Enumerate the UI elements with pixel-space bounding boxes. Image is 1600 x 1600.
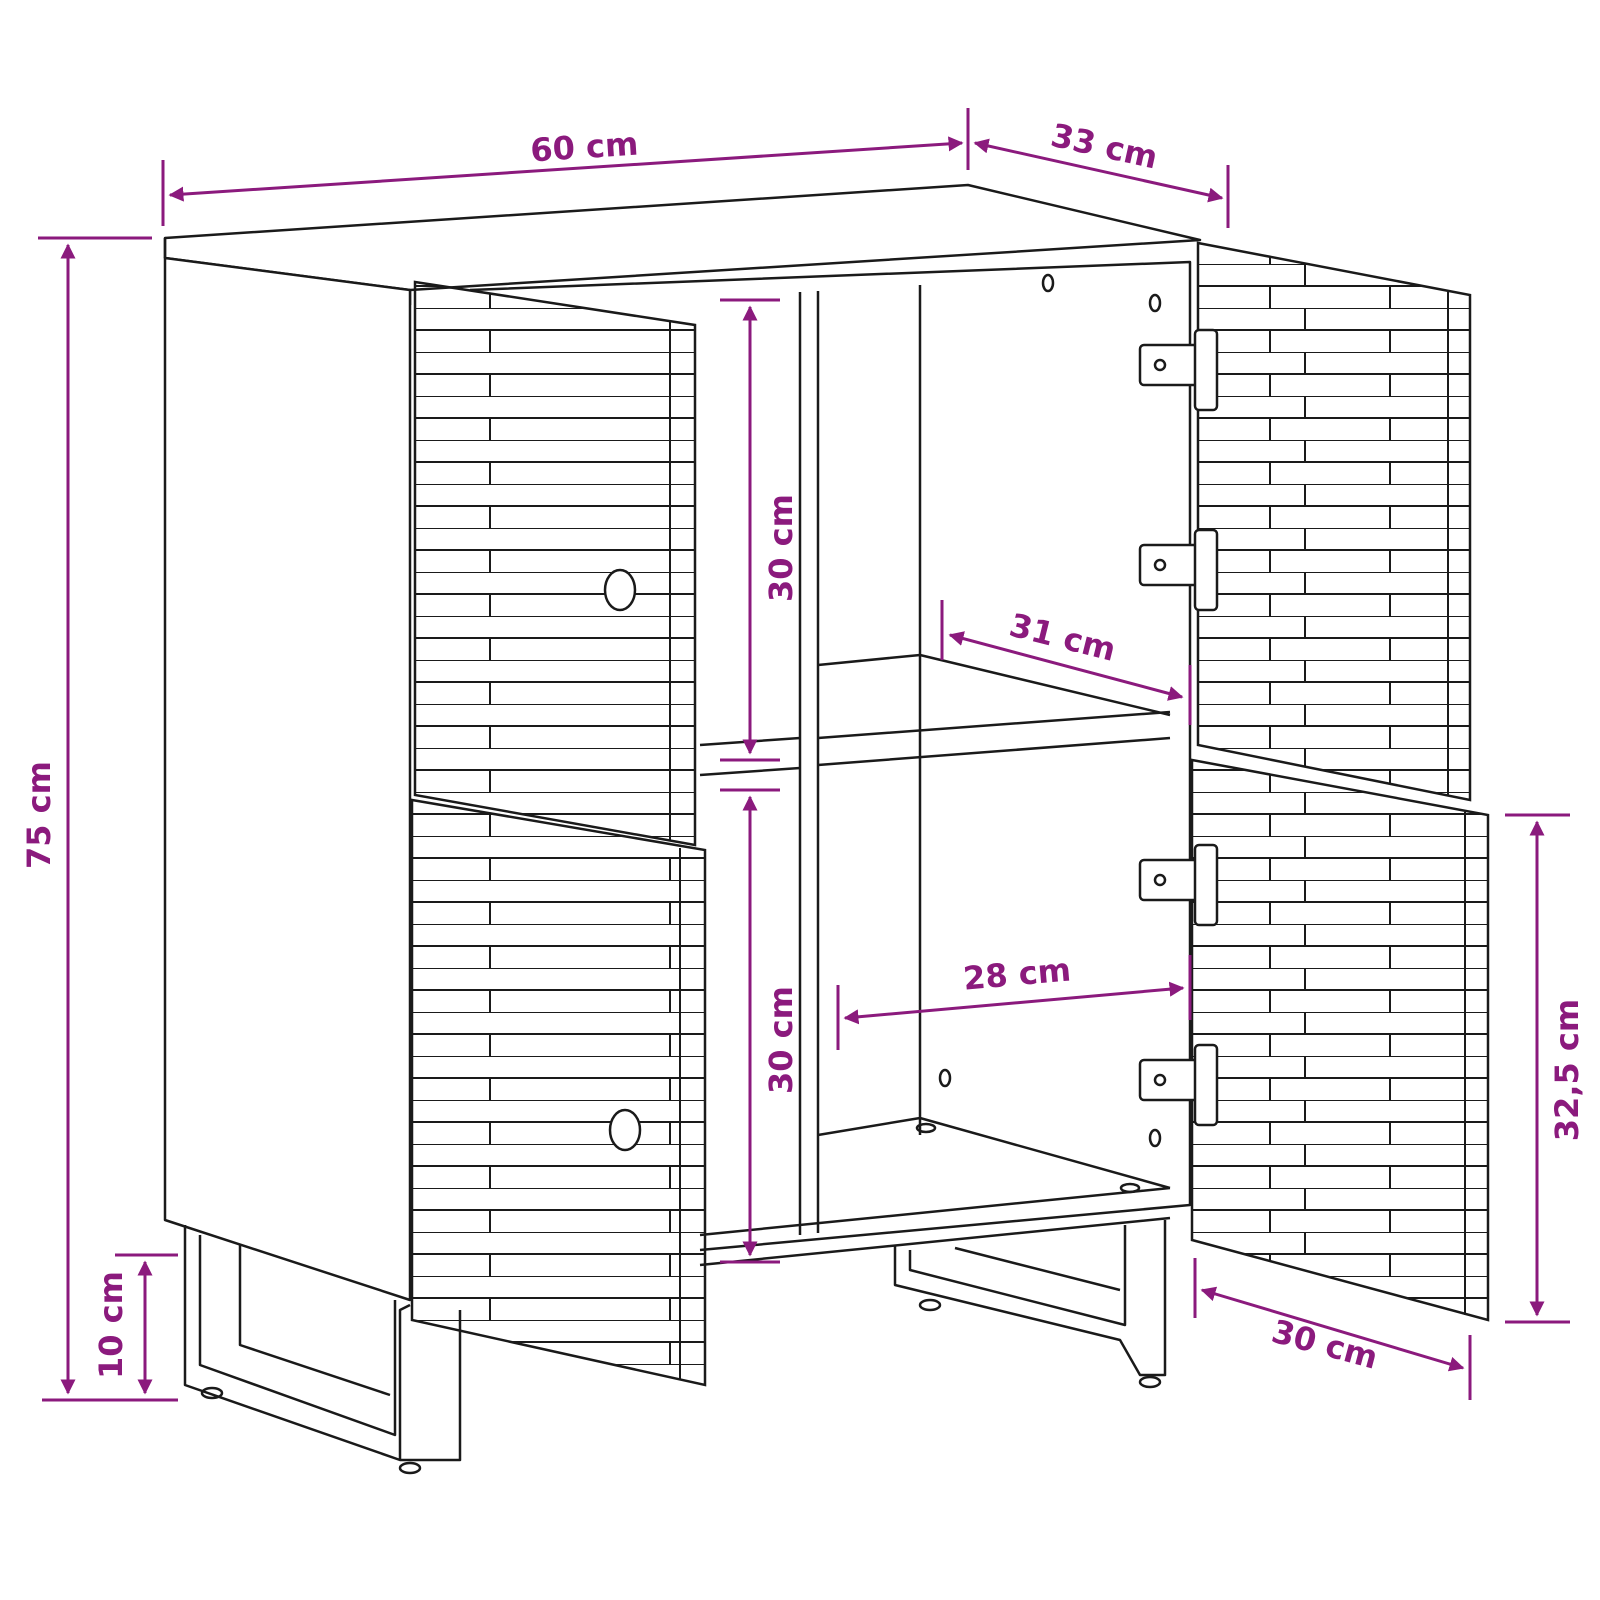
door-knob-upper	[603, 568, 637, 612]
left-side-panel	[163, 256, 412, 1302]
right-shelf	[817, 653, 1171, 767]
right-upper-door	[1196, 241, 1472, 802]
back-panel	[469, 260, 1192, 1252]
upper-compartment-label: 30 cm	[762, 494, 800, 602]
left-front-leg	[183, 1225, 462, 1462]
lower-compartment-label: 30 cm	[762, 986, 800, 1094]
door-width-dimension-line	[1200, 1286, 1465, 1372]
left-upper-door	[413, 280, 697, 847]
hinges	[1138, 328, 1219, 1127]
hinge-icon	[1138, 1043, 1219, 1127]
right-lower-door	[1190, 758, 1490, 1322]
height-label: 75 cm	[20, 761, 58, 869]
upper-shelf-label: 31 cm	[1006, 606, 1120, 669]
leg-height-label: 10 cm	[92, 1271, 130, 1379]
door-knob-lower	[608, 1108, 642, 1152]
door-width-label: 30 cm	[1268, 1312, 1382, 1377]
hinge-icon	[1138, 843, 1219, 927]
depth-label: 33 cm	[1048, 116, 1162, 176]
right-leg	[893, 1220, 1167, 1377]
depth-dimension-line	[973, 138, 1224, 203]
hinge-icon	[1138, 328, 1219, 412]
width-dimension-line	[168, 136, 964, 202]
door-height-label: 32,5 cm	[1548, 999, 1586, 1141]
dimension-lines	[38, 108, 1570, 1402]
width-label: 60 cm	[529, 125, 639, 170]
hinge-icon	[1138, 528, 1219, 612]
cabinet-top	[163, 183, 1202, 292]
cabinet-body	[163, 183, 1202, 1475]
left-lower-door	[410, 798, 707, 1387]
lower-shelf-label: 28 cm	[962, 950, 1073, 997]
cabinet-bottom	[699, 1116, 1171, 1267]
left-back-leg	[238, 1245, 391, 1397]
lower-shelf-dimension-line	[843, 981, 1185, 1025]
center-divider	[798, 285, 922, 1235]
upper-shelf-dimension-line	[948, 631, 1184, 701]
